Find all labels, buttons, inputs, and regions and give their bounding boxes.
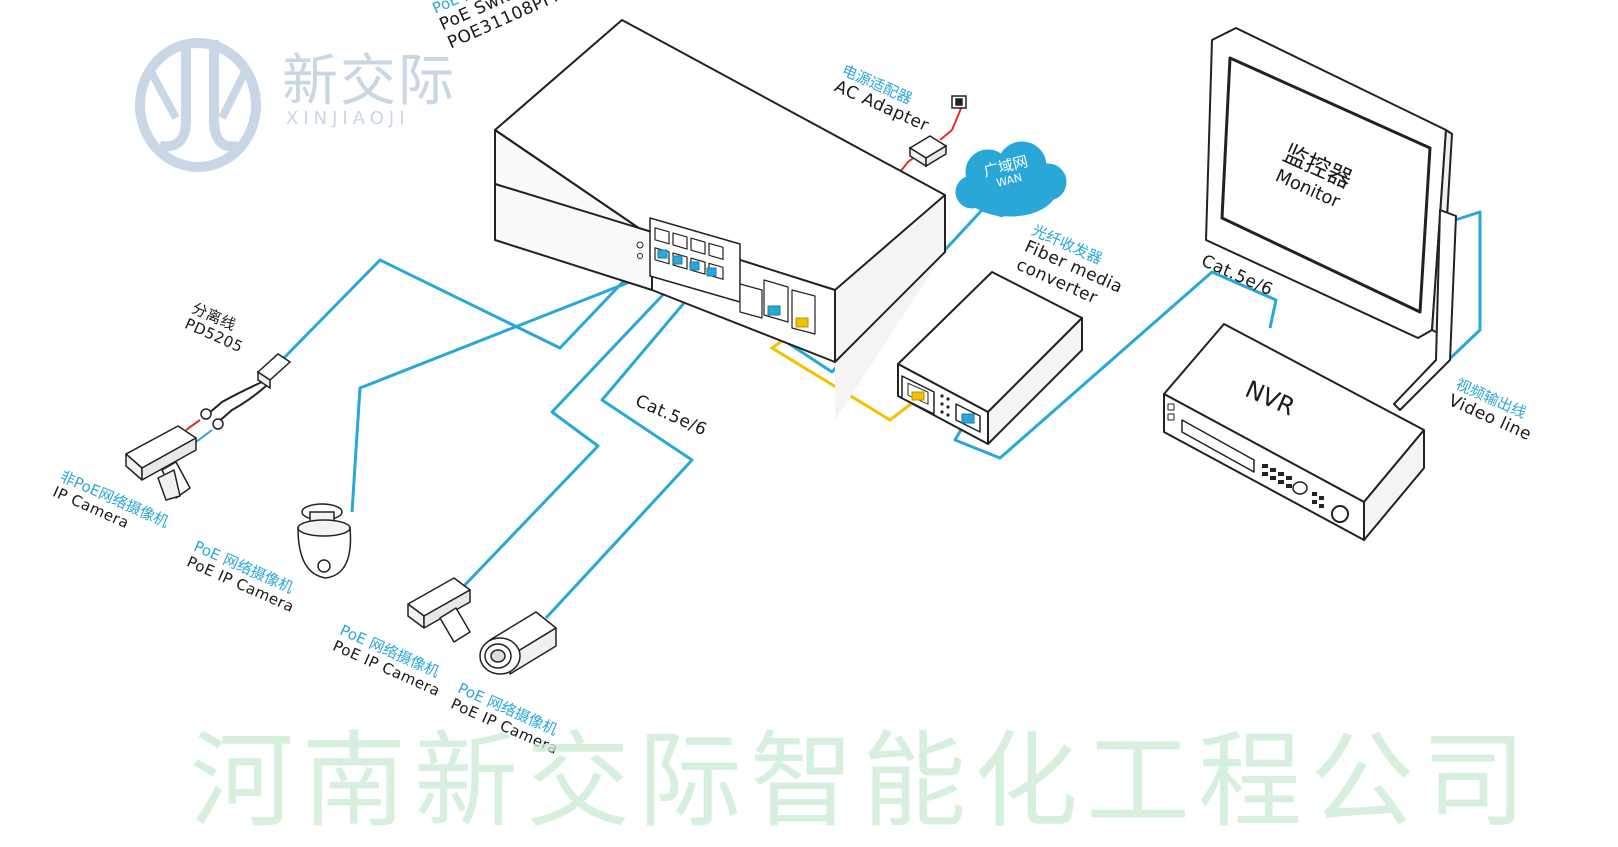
logo-name: 新交际 xyxy=(282,49,456,114)
logo-icon xyxy=(135,38,261,172)
bullet-camera-icon xyxy=(125,425,197,501)
monitor-icon xyxy=(1205,27,1457,411)
network-diagram: 新交际 XINJIAOJI PoE 交换机 PoE Switch POE3110… xyxy=(50,0,1534,842)
power-cable-plug xyxy=(939,105,963,141)
bullet-camera-icon-2 xyxy=(407,577,471,643)
company-watermark: 河南新交际智能化工程公司 xyxy=(190,720,1535,842)
cable-to-dome-camera xyxy=(350,260,678,513)
splitter-icon xyxy=(185,353,292,443)
diagram-drawing xyxy=(125,19,1482,675)
box-camera-icon xyxy=(479,611,557,675)
power-socket-icon xyxy=(951,95,967,109)
cable-to-box-camera xyxy=(544,274,712,620)
ac-adapter-icon xyxy=(908,135,948,168)
logo-subtitle: XINJIAOJI xyxy=(286,108,410,129)
nvr-icon xyxy=(1163,323,1425,541)
wan-cloud-icon xyxy=(955,141,1067,217)
switch-icon xyxy=(494,19,946,420)
dome-camera-icon xyxy=(297,503,352,579)
fiber-converter-icon xyxy=(897,271,1083,445)
cable-to-nvr xyxy=(953,270,1278,460)
